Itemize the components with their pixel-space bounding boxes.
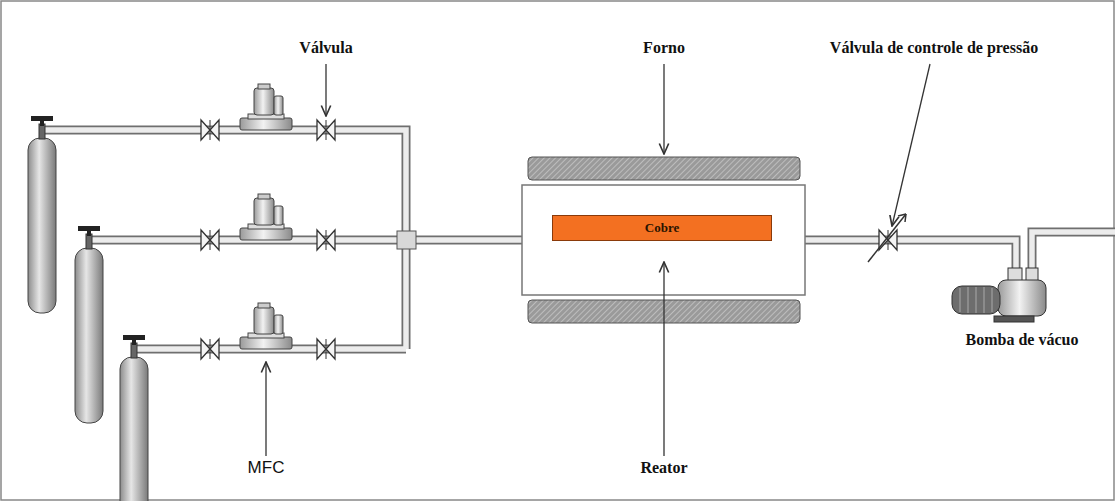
callout-label: Reator xyxy=(640,458,687,477)
callout-label: Válvula xyxy=(299,38,352,57)
callout-label: Válvula de controle de pressão xyxy=(830,38,1038,57)
callout-label: MFC xyxy=(248,458,285,478)
callout-label: Bomba de vácuo xyxy=(966,330,1079,349)
node-text: Cobre xyxy=(645,220,679,236)
callout-label: Forno xyxy=(643,38,685,57)
copper-sample: Cobre xyxy=(552,215,772,241)
